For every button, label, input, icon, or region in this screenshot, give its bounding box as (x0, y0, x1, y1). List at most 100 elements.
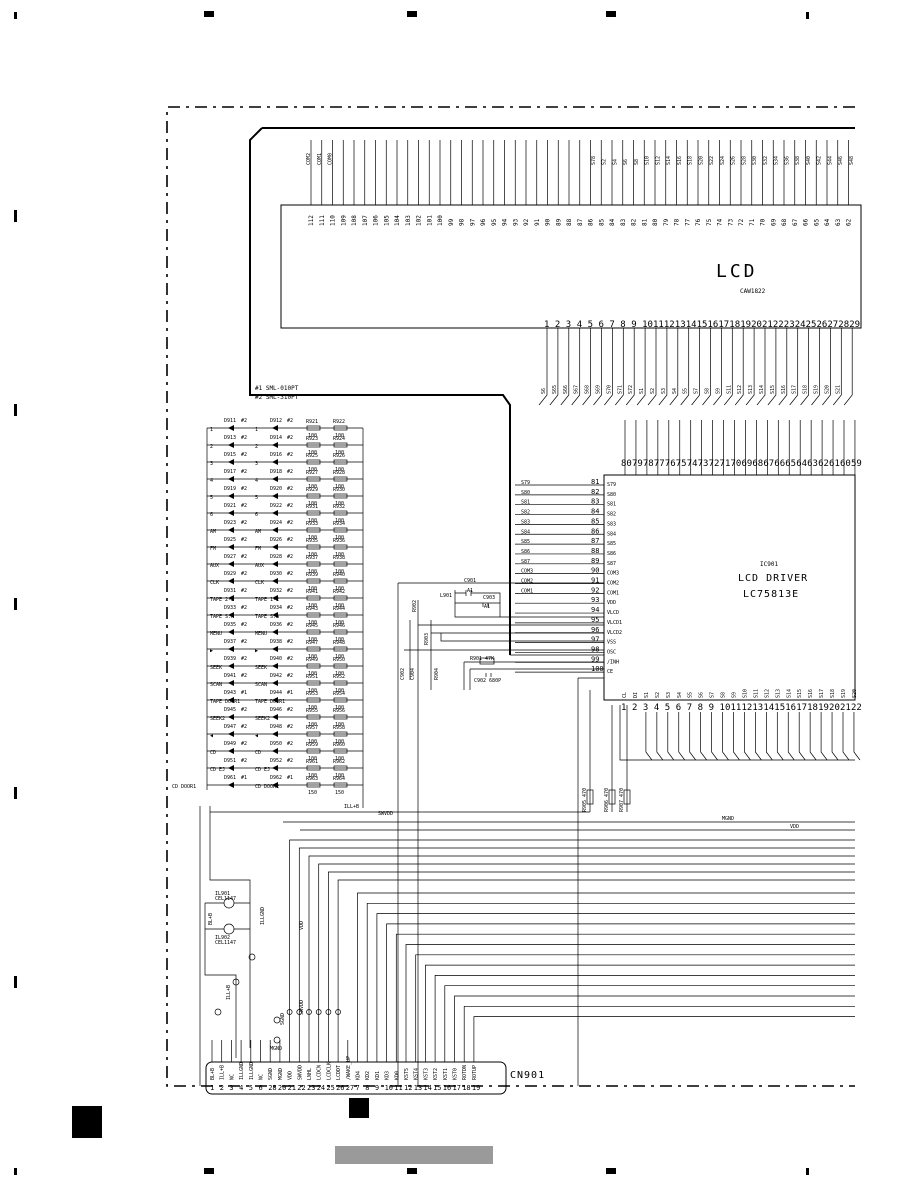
resistor-ref: R929 (306, 487, 318, 493)
lcd-seg-label: S6 (623, 159, 629, 165)
driver-pin-number: 87 (591, 537, 599, 545)
resistor-value: 100 (335, 484, 344, 490)
resistor-ref: R939 (306, 572, 318, 578)
resistor-ref: R950 (333, 657, 345, 663)
lcd-seg-label: S10 (645, 156, 651, 165)
led-note: #2 (241, 758, 247, 764)
driver-top-pin-number: 65 (785, 459, 796, 469)
lcd-top-pin-number: 107 (362, 215, 369, 226)
resistor-ref: R964 (333, 776, 345, 782)
resistor-ref: R923 (306, 436, 318, 442)
led-ref: D930 (270, 571, 282, 577)
lcd-bottom-seg-label: S5 (683, 388, 689, 394)
resistor-ref: R941 (306, 589, 318, 595)
resistor-ref: R932 (333, 504, 345, 510)
vdd-label: VDD (790, 824, 799, 830)
resistor-ref: R925 (306, 453, 318, 459)
connector-pin-number: 6 (259, 1084, 263, 1092)
resistor-ref: R963 (306, 776, 318, 782)
c901-value: A1 (467, 588, 473, 594)
led-label: AM (210, 529, 216, 535)
led-note: #2 (287, 724, 293, 730)
c904-ref: C904 (410, 668, 416, 680)
lcd-bottom-pin-number: 19 (740, 320, 751, 330)
led-note: #2 (241, 520, 247, 526)
led-note: #2 (287, 486, 293, 492)
driver-bottom-pin-name: S12 (764, 689, 770, 698)
driver-pin-name: COM3 (607, 571, 619, 577)
lcd-top-pin-number: 80 (652, 218, 659, 226)
led-note: #2 (241, 707, 247, 713)
lcd-top-pin-number: 89 (555, 218, 562, 226)
led-note: #2 (241, 639, 247, 645)
lcd-top-pin-number: 98 (459, 218, 466, 226)
r905-label: R905 470 (582, 788, 588, 812)
mgnd-tap-label: MGND (270, 1046, 282, 1052)
lcd-bottom-seg-label: S17 (792, 385, 798, 394)
driver-top-pin-number: 78 (643, 459, 654, 469)
led-label: 2 (210, 444, 213, 450)
resistor-ref: R953 (306, 691, 318, 697)
driver-bottom-pin-number: 2 (632, 703, 637, 713)
lcd-top-pin-number: 106 (373, 215, 380, 226)
led-label: CD EJ (210, 767, 225, 773)
lcd-top-pin-number: 104 (394, 215, 401, 226)
led-label: CD EJ (255, 767, 270, 773)
lcd-bottom-seg-label: S3 (661, 388, 667, 394)
resistor-value: 100 (308, 603, 317, 609)
lcd-seg-label: S8 (634, 159, 640, 165)
connector-pin-number: 24 (317, 1084, 325, 1092)
driver-bottom-pin-name: S5 (688, 692, 694, 698)
resistor-value: 100 (308, 773, 317, 779)
led-note: #2 (287, 554, 293, 560)
resistor-value: 100 (335, 671, 344, 677)
lcd-bottom-seg-label: S4 (672, 388, 678, 394)
led-label: SEEK2 (210, 716, 225, 722)
resistor-value: 100 (308, 756, 317, 762)
led-ref: D924 (270, 520, 282, 526)
lcd-bottom-seg-label: S70 (606, 385, 612, 394)
led-label: TAPE 1-2 (255, 597, 279, 603)
resistor-value: 100 (308, 654, 317, 660)
led-ref: D919 (224, 486, 236, 492)
c903-label: C903 (483, 595, 495, 601)
led-label: ▶ (210, 648, 213, 654)
driver-top-pin-number: 79 (632, 459, 643, 469)
resistor-value: 100 (308, 535, 317, 541)
lcd-top-pin-number: 69 (770, 218, 777, 226)
led-note: #2 (287, 418, 293, 424)
resistor-ref: R940 (333, 572, 345, 578)
resistor-value: 100 (335, 603, 344, 609)
led-ref: D927 (224, 554, 236, 560)
unit-frame (166, 106, 855, 1087)
lcd-bottom-pin-number: 4 (577, 320, 582, 330)
r904-label: R904 (434, 668, 440, 680)
connector-pin-number: 9 (375, 1084, 379, 1092)
driver-pin-name: S80 (607, 492, 616, 498)
led-ref: D932 (270, 588, 282, 594)
driver-bottom-pin-number: 15 (774, 703, 785, 713)
resistor-ref: R949 (306, 657, 318, 663)
led-label: AUX (210, 563, 219, 569)
resistor-value: 150 (308, 790, 317, 796)
led-note: #2 (287, 673, 293, 679)
led-note: #2 (241, 554, 247, 560)
lcd-top-pin-number: 68 (781, 218, 788, 226)
driver-pin-number: 96 (591, 626, 599, 634)
led-note: #2 (241, 503, 247, 509)
connector-pin-number: 3 (229, 1084, 233, 1092)
driver-bottom-pin-number: 5 (665, 703, 670, 713)
led-ref: D934 (270, 605, 282, 611)
resistor-ref: R960 (333, 742, 345, 748)
led-note: #2 (287, 639, 293, 645)
il902-label: IL902 (215, 935, 230, 941)
connector-pin-number: 27 (346, 1084, 354, 1092)
lcd-bottom-seg-label: S19 (814, 385, 820, 394)
lcd-bottom-seg-label: S13 (748, 385, 754, 394)
resistor-value: 100 (335, 756, 344, 762)
resistor-ref: R933 (306, 521, 318, 527)
connector-pin-number: 8 (365, 1084, 369, 1092)
connector-pin-number: 14 (423, 1084, 431, 1092)
